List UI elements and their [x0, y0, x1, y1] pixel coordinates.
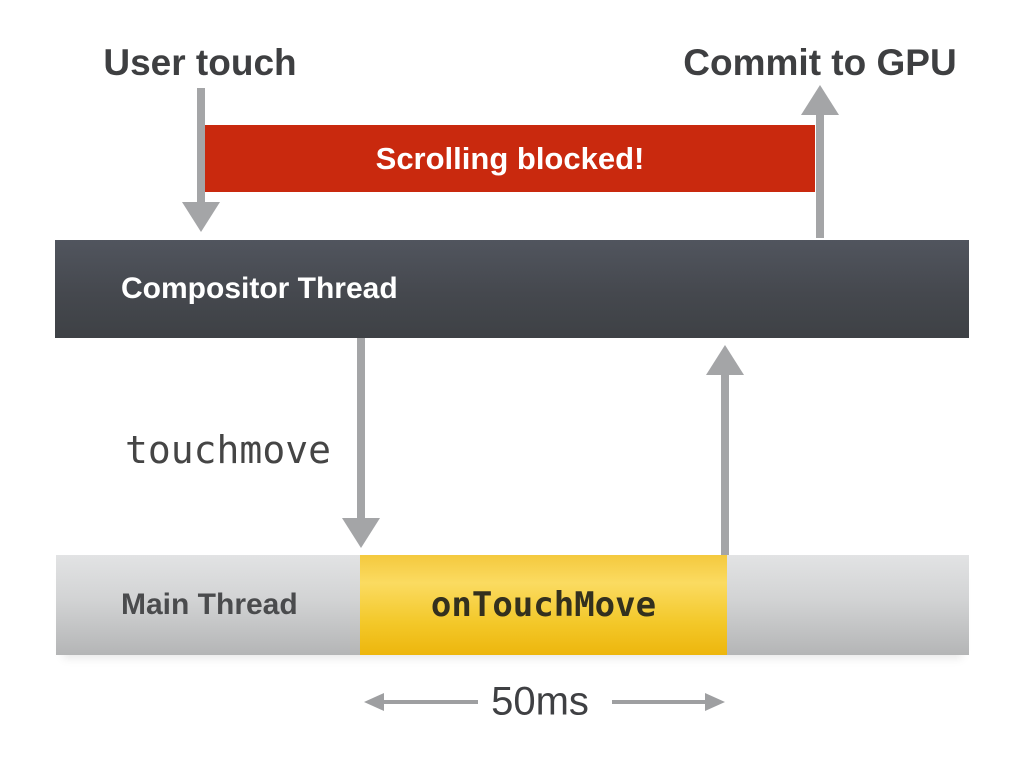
- commit-to-gpu-label: Commit to GPU: [683, 42, 957, 83]
- touchmove-label: touchmove: [125, 428, 331, 472]
- ontouchmove-task-block: onTouchMove: [360, 555, 727, 655]
- scrolling-blocked-banner: Scrolling blocked!: [205, 125, 815, 192]
- main-thread-bar: Main Thread onTouchMove: [56, 555, 969, 655]
- main-thread-label: Main Thread: [121, 588, 298, 621]
- compositor-thread-label: Compositor Thread: [121, 272, 398, 305]
- ontouchmove-label: onTouchMove: [430, 585, 657, 625]
- compositor-thread-bar: Compositor Thread: [55, 240, 969, 338]
- user-touch-label: User touch: [103, 42, 297, 83]
- duration-label: 50ms: [491, 679, 589, 724]
- scrolling-blocked-label: Scrolling blocked!: [375, 140, 645, 176]
